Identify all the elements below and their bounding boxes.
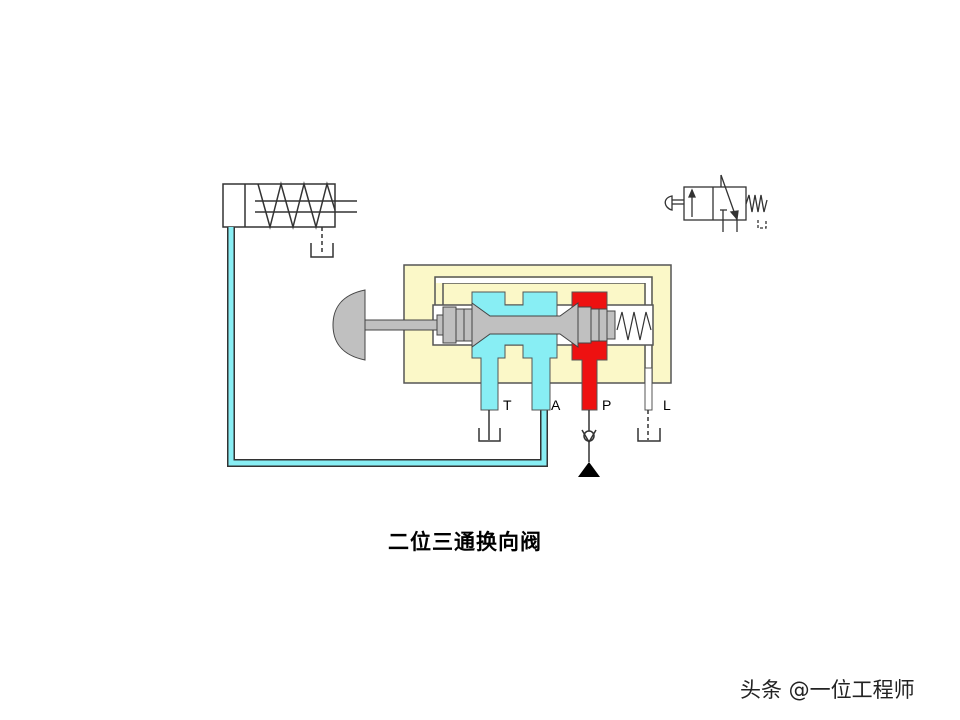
spool: [332, 289, 616, 361]
return-spring: [616, 311, 652, 341]
port-label-p: P: [602, 397, 612, 413]
spring-return-cylinder: [222, 181, 357, 258]
port-label-t: T: [503, 397, 512, 413]
check-valve-icon: [581, 429, 597, 444]
tank-symbols: [478, 410, 661, 462]
port-label-l: L: [663, 397, 671, 413]
valve-iso-symbol: [664, 174, 768, 232]
push-button-knob: [332, 289, 366, 361]
watermark: 头条 @一位工程师: [740, 678, 915, 702]
pressure-source-icon: [578, 462, 600, 477]
port-label-a: A: [551, 397, 561, 413]
diagram-caption: 二位三通换向阀: [388, 529, 542, 554]
